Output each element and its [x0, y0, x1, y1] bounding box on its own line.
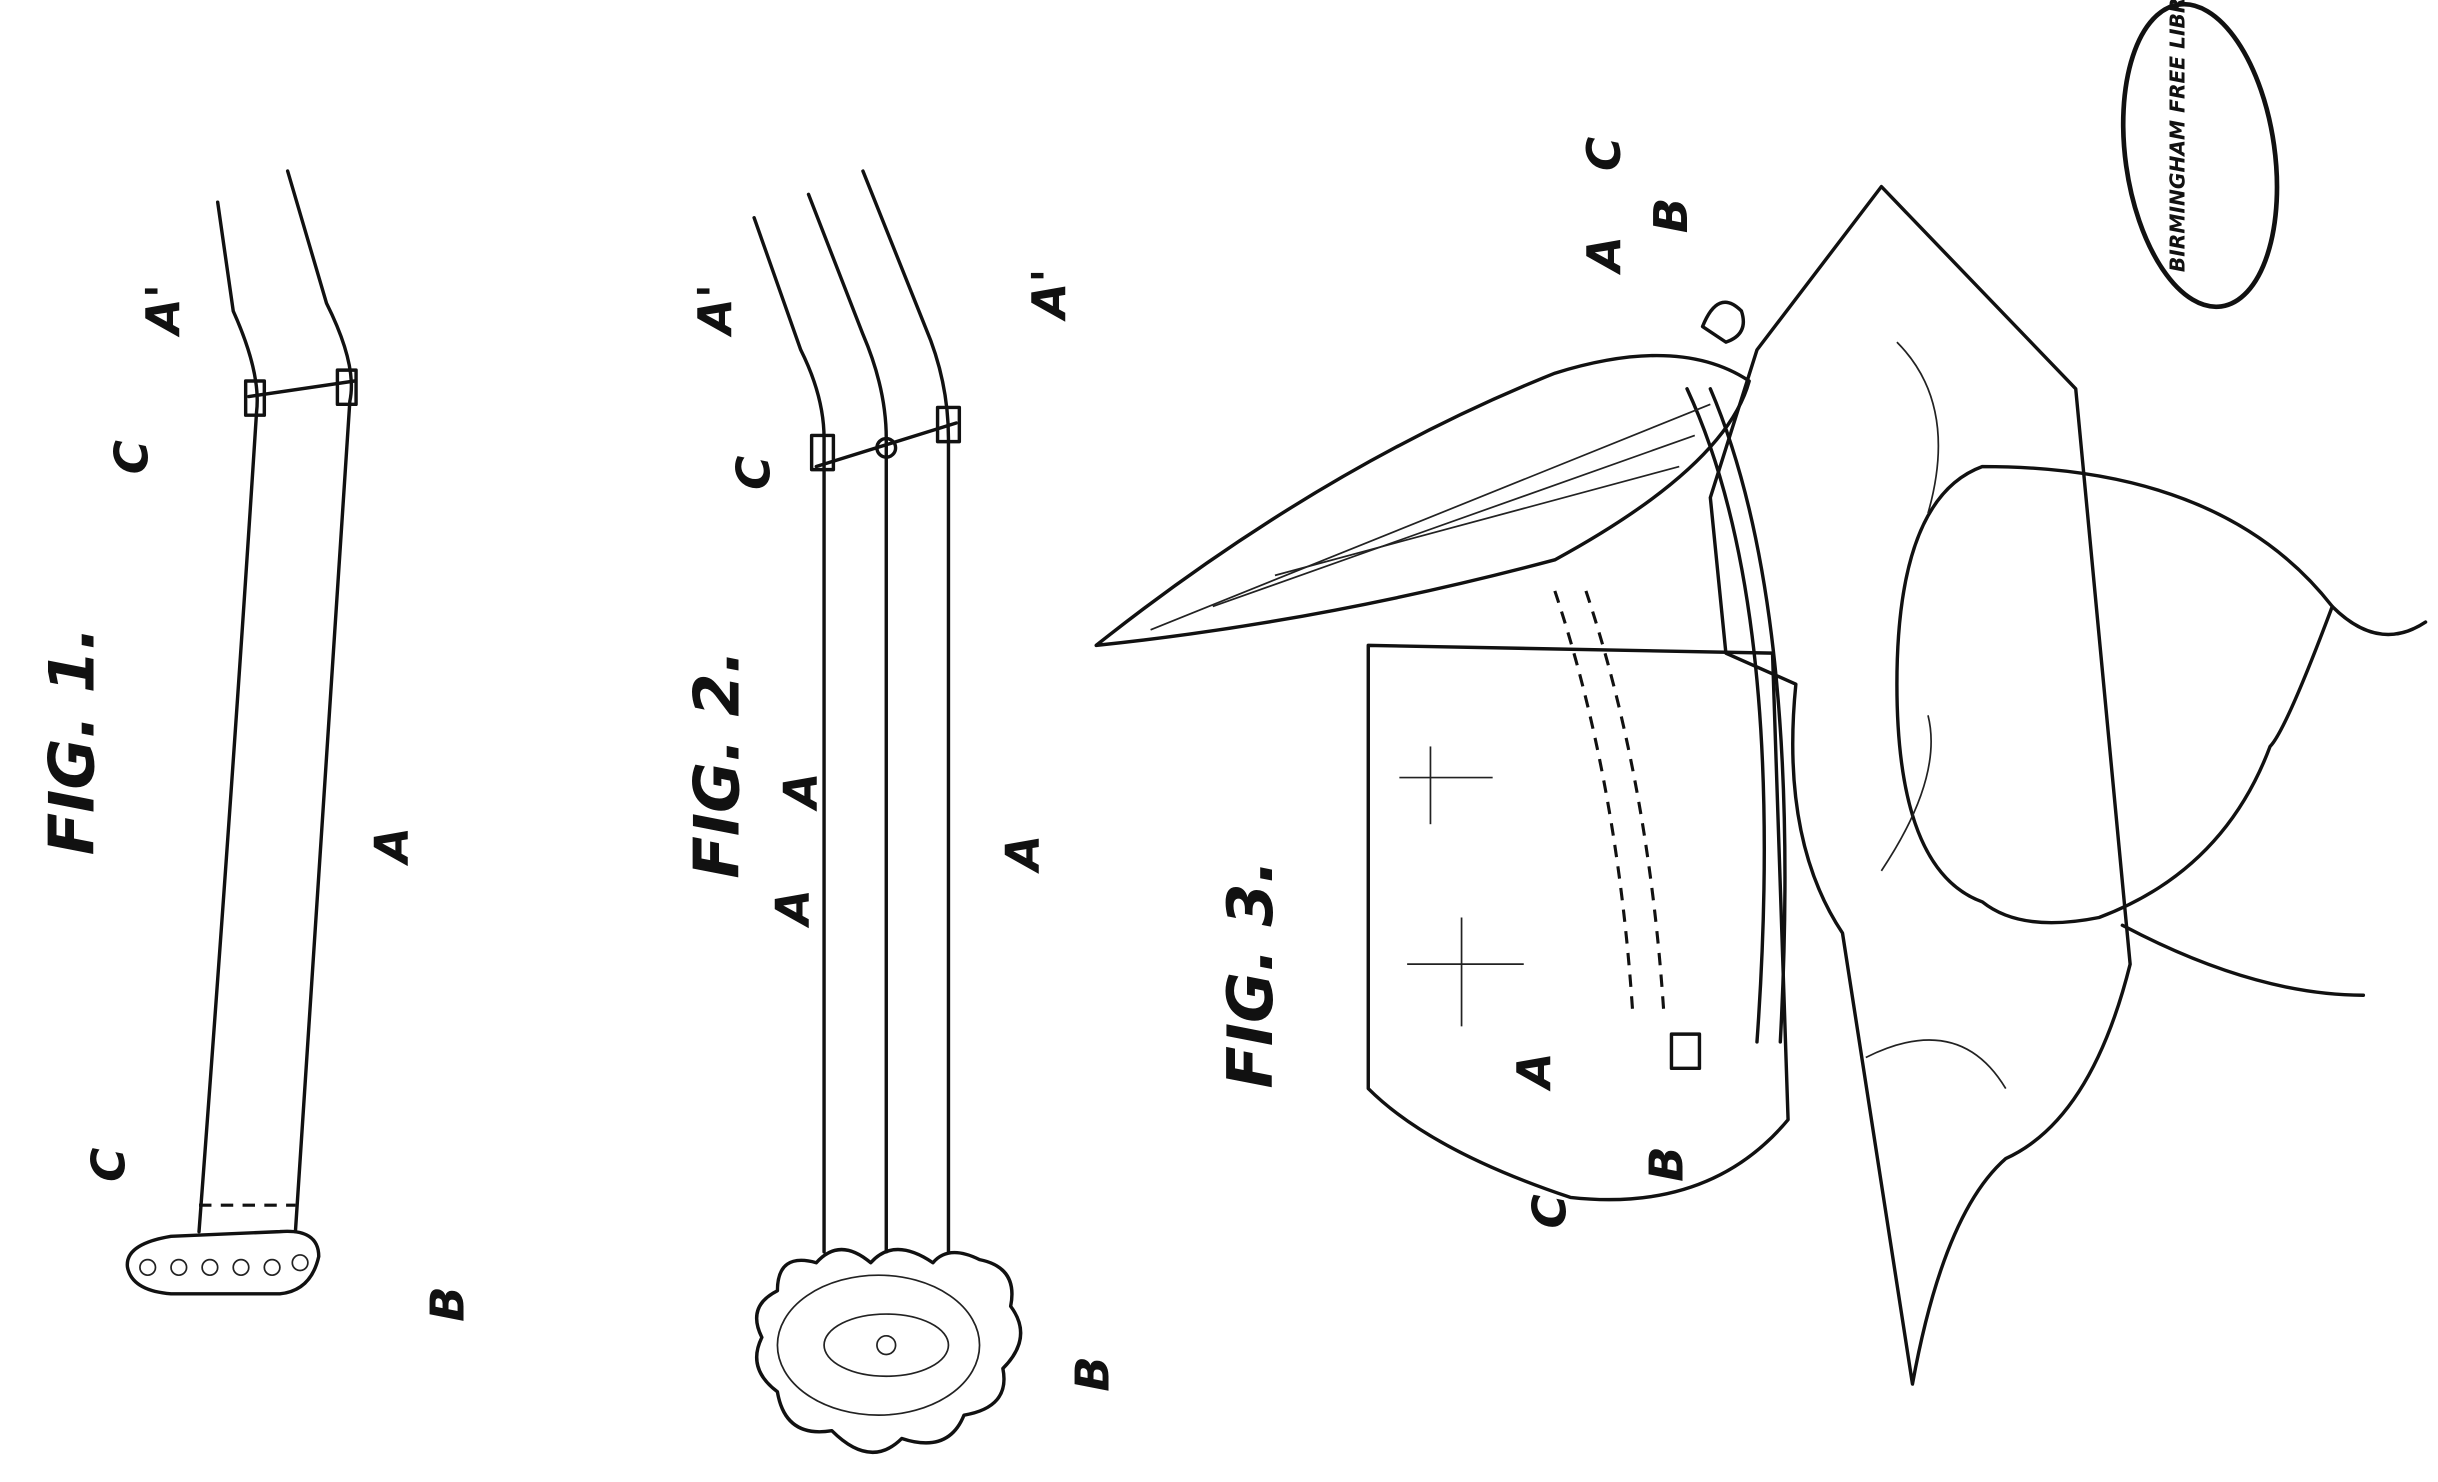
fig2-drawing — [752, 169, 1023, 1454]
fig1-labels: FIG. 1. A' C C A B — [35, 284, 474, 1322]
library-stamp: BIRMINGHAM FREE LIBRARIES — [2120, 0, 2280, 310]
fig1-drawing — [125, 169, 358, 1296]
label-b: B — [1639, 1146, 1693, 1182]
fig2-title: FIG. 2. — [681, 650, 754, 879]
label-a-prime: A' — [688, 284, 742, 338]
fig3-labels: FIG. 3. A B C A B C — [1214, 137, 1698, 1229]
label-b: B — [1066, 1356, 1120, 1392]
label-a: A — [773, 773, 827, 813]
label-b: B — [420, 1286, 474, 1322]
fig1-title: FIG. 1. — [35, 626, 108, 855]
label-a: A — [766, 889, 820, 929]
label-c: C — [727, 456, 781, 490]
label-c: C — [105, 440, 159, 474]
label-a: A — [996, 835, 1050, 875]
label-a: A — [364, 827, 418, 867]
label-a-prime: A' — [1022, 268, 1076, 322]
label-c: C — [81, 1148, 135, 1182]
label-c: C — [1523, 1194, 1577, 1228]
label-c: C — [1577, 137, 1631, 171]
fig3-drawing — [1094, 184, 2428, 1386]
label-a-prime: A' — [136, 284, 190, 338]
label-a: A — [1577, 236, 1631, 276]
stamp-text: BIRMINGHAM FREE LIBRARIES — [2166, 0, 2190, 272]
label-a: A — [1507, 1052, 1561, 1092]
label-b: B — [1644, 198, 1698, 234]
fig3-title: FIG. 3. — [1214, 860, 1287, 1089]
fig2-labels: FIG. 2. A' A' C A A A B — [681, 268, 1120, 1391]
